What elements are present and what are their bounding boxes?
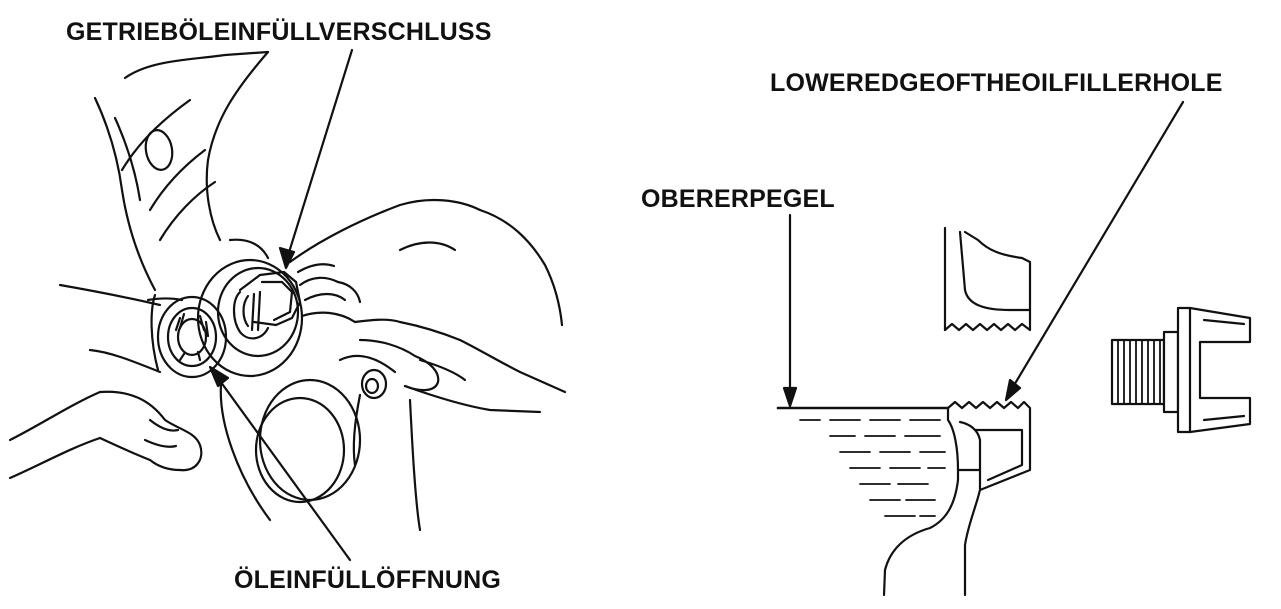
label-lower-edge-of-filler-hole: LOWEREDGEOFTHEOILFILLERHOLE [770,69,1223,97]
arrowhead-upper-level [782,386,798,408]
label-oil-fill-opening: ÖLEINFÜLLÖFFNUNG [234,566,502,594]
filler-plug-side-view [1110,306,1252,434]
leader-lines-left [208,48,354,562]
upper-thread [943,308,1032,332]
label-upper-level: OBERERPEGEL [641,185,835,213]
leader-filler-plug [284,48,354,264]
arrowhead-filler-plug [278,246,296,270]
transmission-case-illustration [8,50,422,532]
lower-edge-thread [946,400,1032,430]
oil-level-section-diagram [776,100,1185,597]
right-hand-illustration [288,198,567,414]
oil-fluid-hatching [799,419,946,517]
label-filler-plug: GETRIEBÖLEINFÜLLVERSCHLUSS [66,18,492,46]
case-wall-outer [882,406,960,597]
filler-plug-illustration [232,270,302,340]
leader-fill-opening [213,372,352,562]
leader-lower-edge [1008,100,1185,394]
arrowhead-fill-opening [208,365,230,388]
arrowhead-lower-edge [1004,378,1022,402]
